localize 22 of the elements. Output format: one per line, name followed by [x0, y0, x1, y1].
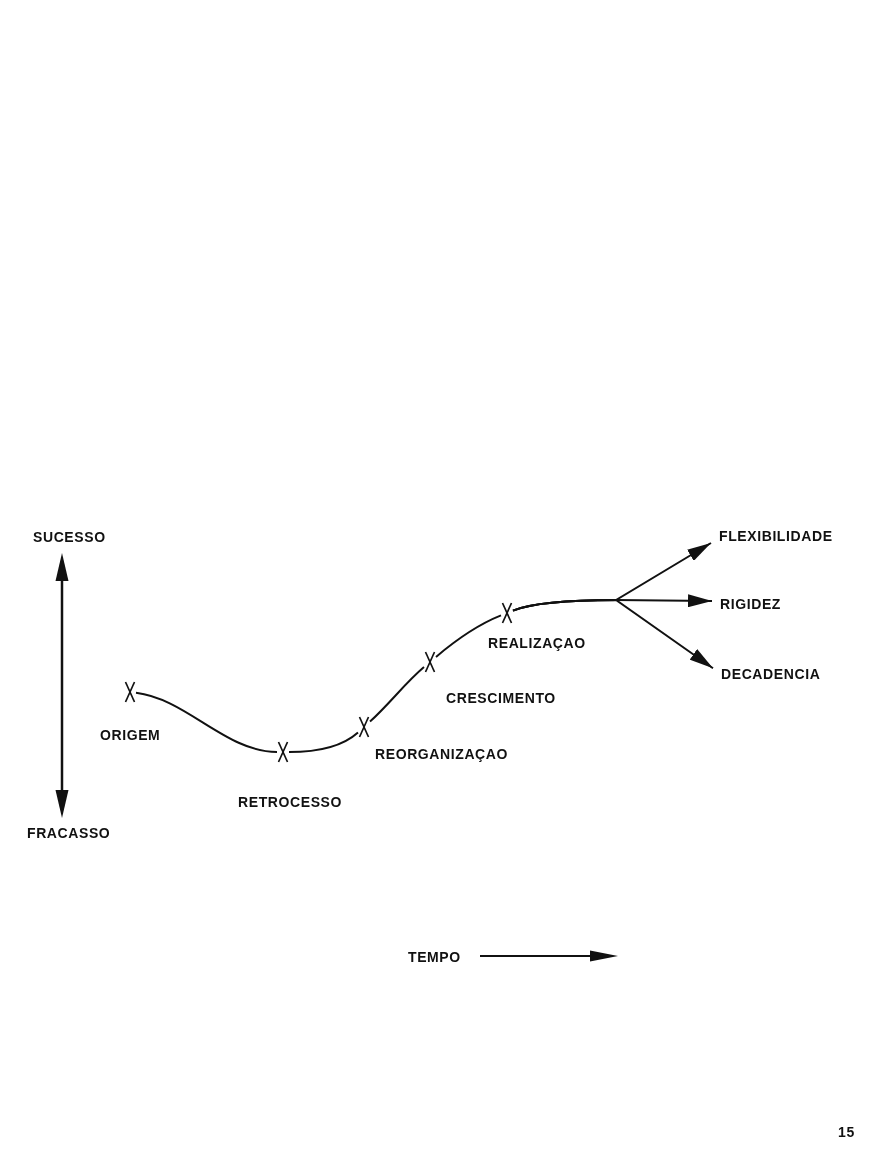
- page-number: 15: [838, 1124, 855, 1140]
- cross-mark-icon: [277, 741, 289, 763]
- cross-mark-icon: [124, 681, 136, 703]
- stage-label: REORGANIZAÇAO: [375, 746, 509, 762]
- curve-line: [288, 731, 359, 753]
- stage-label: CRESCIMENTO: [446, 690, 556, 706]
- axis-label: TEMPO: [408, 949, 461, 965]
- cross-mark-icon: [501, 602, 513, 624]
- axis-label: SUCESSO: [33, 529, 106, 545]
- cross-mark-icon: [424, 651, 436, 673]
- outcome-label: DECADENCIA: [713, 666, 821, 682]
- curve-line: [135, 691, 278, 753]
- curve-line: [369, 666, 425, 723]
- arrow: [512, 599, 714, 670]
- stage-label: REALIZAÇAO: [488, 635, 586, 651]
- curve-line: [435, 614, 502, 658]
- outcome-label: FLEXIBILIDADE: [711, 528, 833, 544]
- stage-label: RETROCESSO: [238, 794, 342, 810]
- outcome-label: RIGIDEZ: [712, 596, 781, 612]
- cross-mark-icon: [358, 716, 370, 738]
- stage-label: ORIGEM: [100, 727, 161, 743]
- axis-label: FRACASSO: [27, 825, 111, 841]
